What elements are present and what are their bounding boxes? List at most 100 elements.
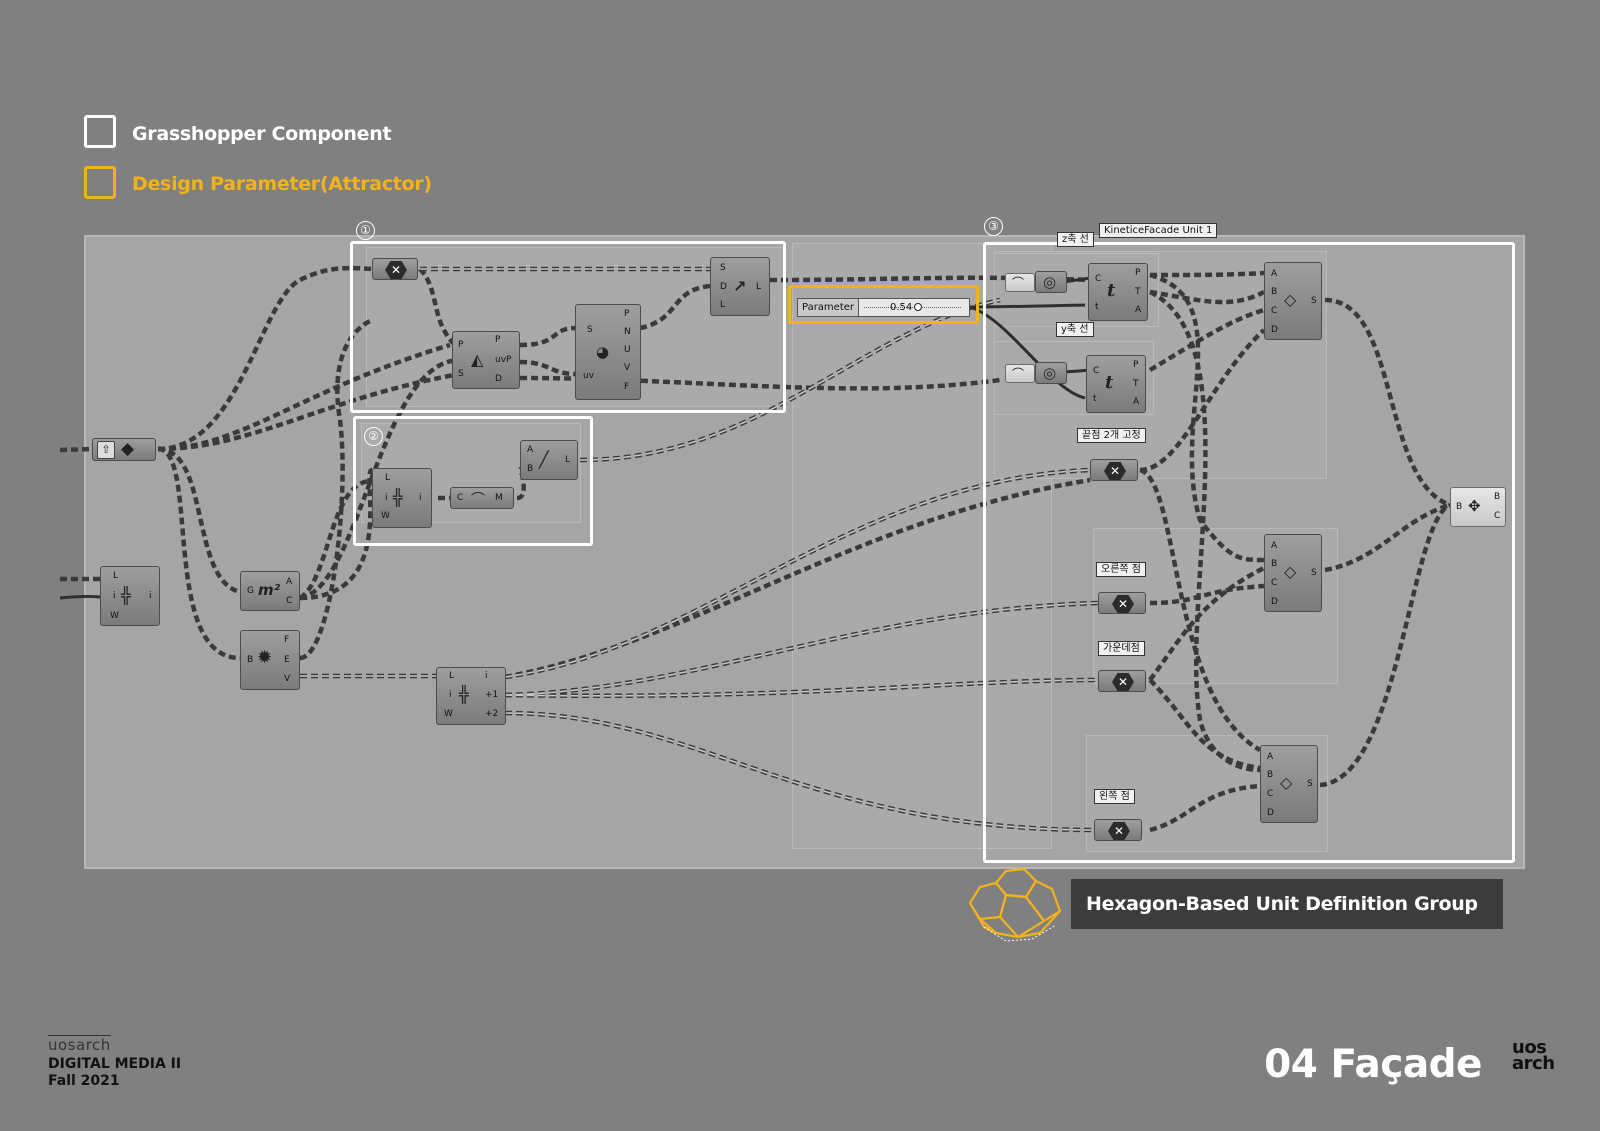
- y-rotate-component[interactable]: ◎: [1035, 362, 1067, 384]
- null-icon: ✕: [1108, 822, 1130, 840]
- wire: [59, 446, 96, 453]
- rotate-icon: ◎: [1043, 273, 1057, 291]
- evaluate-surface-uv-component[interactable]: S uv P N U V F ◕: [575, 304, 641, 400]
- pin-label: P: [458, 340, 464, 350]
- pin-label: A: [1271, 269, 1278, 279]
- list-item-component-mid[interactable]: L i W i +1 +2 ╬: [436, 667, 506, 725]
- right-point-component[interactable]: ✕: [1098, 592, 1146, 614]
- wire: [1149, 289, 1261, 773]
- pin-label: uvP: [495, 355, 512, 365]
- curve-icon: ⌒: [471, 492, 485, 508]
- pin-label: C: [1093, 366, 1100, 376]
- wire: [1149, 583, 1265, 606]
- page-title: 04 Façade: [1264, 1042, 1482, 1087]
- pin-label: F: [624, 382, 630, 392]
- wire: [157, 342, 451, 452]
- four-point-surface-1[interactable]: A B C D S ◇: [1264, 262, 1322, 340]
- wire: [1139, 467, 1262, 752]
- line-sdl-component[interactable]: S D L L ↗: [710, 257, 770, 316]
- pin-label: C: [1271, 306, 1278, 316]
- parameter-slider[interactable]: Parameter 0.54: [797, 298, 970, 317]
- center-point-component[interactable]: ✕: [1098, 670, 1146, 692]
- line-ab-component[interactable]: A B L ╱: [520, 440, 578, 480]
- list-item-component-left[interactable]: L i W i ╬: [100, 566, 160, 626]
- tag-right-point: 오른쪽 점: [1096, 562, 1146, 577]
- evaluate-surface-component[interactable]: P S P uvP D ◭: [452, 331, 520, 389]
- four-point-surface-2[interactable]: A B C D S ◇: [1264, 534, 1322, 612]
- tag-fix-two-ends: 끝점 2개 고정: [1077, 428, 1146, 443]
- pin-label: L: [449, 671, 455, 681]
- pin-label: A: [1135, 305, 1142, 315]
- wire: [516, 467, 526, 501]
- wire-solid: [59, 594, 101, 600]
- wire: [298, 478, 373, 600]
- pin-label: A: [286, 577, 293, 587]
- hexagon-unit-icon: [968, 867, 1062, 942]
- wire: [1324, 297, 1451, 508]
- tag-left-point: 왼쪽 점: [1094, 789, 1135, 804]
- pin-label: i: [485, 671, 488, 681]
- pin-label: L: [720, 300, 726, 310]
- wire: [157, 372, 455, 452]
- course-term: Fall 2021: [48, 1073, 120, 1089]
- curve-middle-component[interactable]: C M ⌒: [450, 487, 514, 509]
- y-curve-param[interactable]: ⌒: [1005, 364, 1035, 383]
- pin-label: D: [720, 282, 727, 292]
- pin-label: C: [1494, 511, 1501, 521]
- pin-label: A: [1271, 541, 1278, 551]
- pin-label: M: [495, 493, 503, 503]
- pin-label: i: [449, 690, 452, 700]
- wire: [1319, 502, 1452, 788]
- left-point-component[interactable]: ✕: [1094, 819, 1142, 841]
- school-logo: uos arch: [1512, 1037, 1555, 1074]
- tween-curve-y-component[interactable]: C t P T A t: [1086, 355, 1146, 413]
- evaluate-length-icon: t: [1107, 280, 1116, 301]
- slider-handle[interactable]: [914, 303, 922, 311]
- z-curve-param[interactable]: ⌒: [1005, 273, 1035, 292]
- pin-label: i: [113, 591, 116, 601]
- pin-label: A: [1267, 752, 1274, 762]
- pin-label: C: [1095, 274, 1102, 284]
- merge-null-component[interactable]: ✕: [372, 258, 418, 280]
- wire-highlight: [504, 712, 1097, 831]
- wire-highlight: [504, 679, 1099, 697]
- pin-label: L: [565, 455, 571, 465]
- pin-label: C: [286, 596, 293, 606]
- fix-ends-component[interactable]: ✕: [1090, 459, 1138, 481]
- wire: [299, 467, 375, 601]
- curve-param-icon: ⌒: [1012, 276, 1025, 290]
- wire-highlight: [504, 469, 1091, 678]
- wire: [1149, 272, 1265, 563]
- pin-label: S: [458, 369, 464, 379]
- pin-label: S: [1311, 568, 1317, 578]
- quad-surface-icon: ◇: [1280, 773, 1293, 792]
- slider-track[interactable]: [864, 307, 961, 308]
- group-3-label: KineticeFacade Unit 1: [1099, 223, 1218, 238]
- four-point-surface-3[interactable]: A B C D S ◇: [1260, 745, 1318, 823]
- slider-value: 0.54: [890, 302, 913, 313]
- pin-label: T: [1133, 379, 1139, 389]
- tag-z-curve: z축 선: [1057, 232, 1094, 247]
- pin-label: i: [419, 493, 422, 503]
- list-item-component-g2[interactable]: L i W i ╬: [372, 468, 432, 528]
- pin-label: W: [381, 511, 390, 521]
- join-component[interactable]: B B C ✥: [1450, 487, 1506, 527]
- group-1-outline: [350, 241, 786, 413]
- tag-y-curve: y축 선: [1056, 322, 1094, 337]
- z-rotate-component[interactable]: ◎: [1035, 271, 1067, 293]
- deconstruct-brep-component[interactable]: B F E V ✹: [240, 630, 300, 690]
- area-component[interactable]: G A C m²: [240, 571, 300, 611]
- list-item-icon: ╬: [393, 488, 403, 507]
- line-sdl-icon: ↗: [733, 277, 747, 296]
- group-2-outline: [353, 416, 593, 546]
- unit-group-badge: Hexagon-Based Unit Definition Group: [1071, 879, 1503, 929]
- join-icon: ✥: [1468, 497, 1481, 515]
- tween-curve-z-component[interactable]: C t P T A t: [1088, 263, 1148, 321]
- wire: [1149, 270, 1265, 278]
- pin-label: i: [149, 591, 152, 601]
- course-name: DIGITAL MEDIA II: [48, 1056, 182, 1072]
- pin-label: B: [1494, 492, 1501, 502]
- pin-label: t: [1093, 394, 1097, 404]
- pin-label: A: [527, 445, 534, 455]
- brep-param-component[interactable]: ⇧ ◆: [92, 438, 156, 461]
